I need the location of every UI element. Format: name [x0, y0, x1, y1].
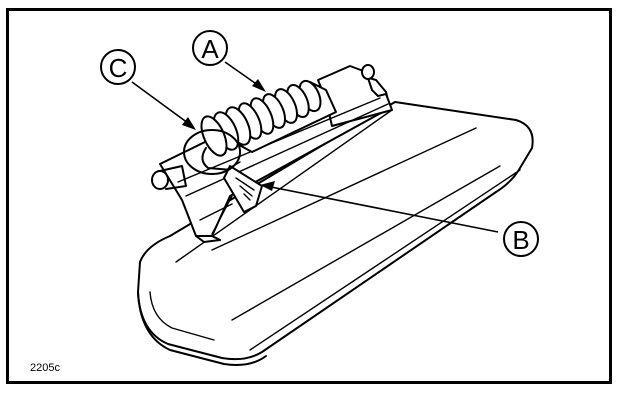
callout-b-label: B — [512, 225, 529, 255]
coil-spring — [200, 79, 337, 171]
armrest-cushion — [137, 101, 534, 366]
leader-line-a — [224, 61, 266, 92]
callout-b: B — [503, 221, 539, 257]
figure-code: 2205c — [30, 362, 60, 374]
detail-highlight-circle — [183, 129, 241, 175]
spring-hook — [223, 161, 263, 213]
leader-line-c — [131, 81, 196, 130]
callout-a: A — [192, 30, 228, 66]
callout-c: C — [100, 49, 136, 85]
callout-c-label: C — [109, 53, 128, 83]
leader-line-b — [260, 181, 499, 233]
callout-a-label: A — [201, 34, 219, 64]
